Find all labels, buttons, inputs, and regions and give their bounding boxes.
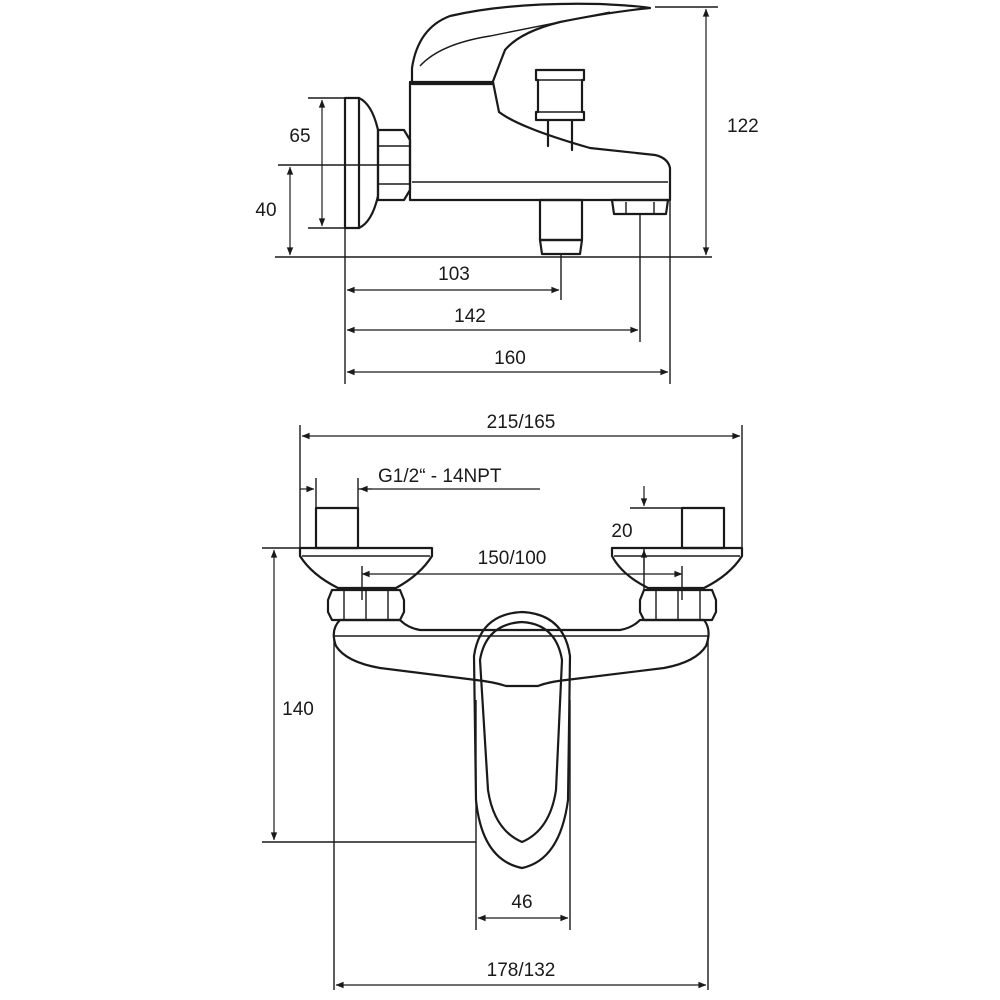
bottom-connector — [538, 198, 584, 242]
dim-46-label: 46 — [511, 892, 532, 913]
right-cap — [680, 506, 726, 550]
left-flange — [298, 546, 434, 590]
side-view: 65 40 122 103 142 160 — [255, 2, 759, 384]
dim-122-label: 122 — [727, 116, 759, 137]
dim-140-label: 140 — [282, 699, 314, 720]
thread-label: G1/2“ - 14NPT — [378, 466, 502, 487]
dim-150-100-label: 150/100 — [478, 548, 547, 569]
dim-103-label: 103 — [438, 264, 470, 285]
dim-142-label: 142 — [454, 306, 486, 327]
top-view: 215/165 G1/2“ - 14NPT 20 150/100 — [262, 412, 744, 990]
left-cap — [314, 506, 360, 550]
diverter-stem — [546, 118, 574, 152]
right-nut — [638, 588, 718, 622]
top-lever-inner — [478, 620, 564, 844]
dim-40-label: 40 — [255, 200, 276, 221]
dim-215-165-label: 215/165 — [487, 412, 556, 433]
dim-160-label: 160 — [494, 348, 526, 369]
dim-65-label: 65 — [289, 126, 310, 147]
dim-20-label: 20 — [611, 521, 632, 542]
aerator — [610, 198, 670, 216]
wall-flange — [343, 96, 361, 230]
right-flange — [610, 546, 744, 590]
side-body — [408, 80, 672, 202]
top-lever — [472, 610, 572, 870]
flange-cone — [357, 96, 380, 230]
dim-178-132-label: 178/132 — [487, 960, 556, 981]
top-body — [332, 618, 710, 688]
side-lever — [410, 2, 652, 86]
